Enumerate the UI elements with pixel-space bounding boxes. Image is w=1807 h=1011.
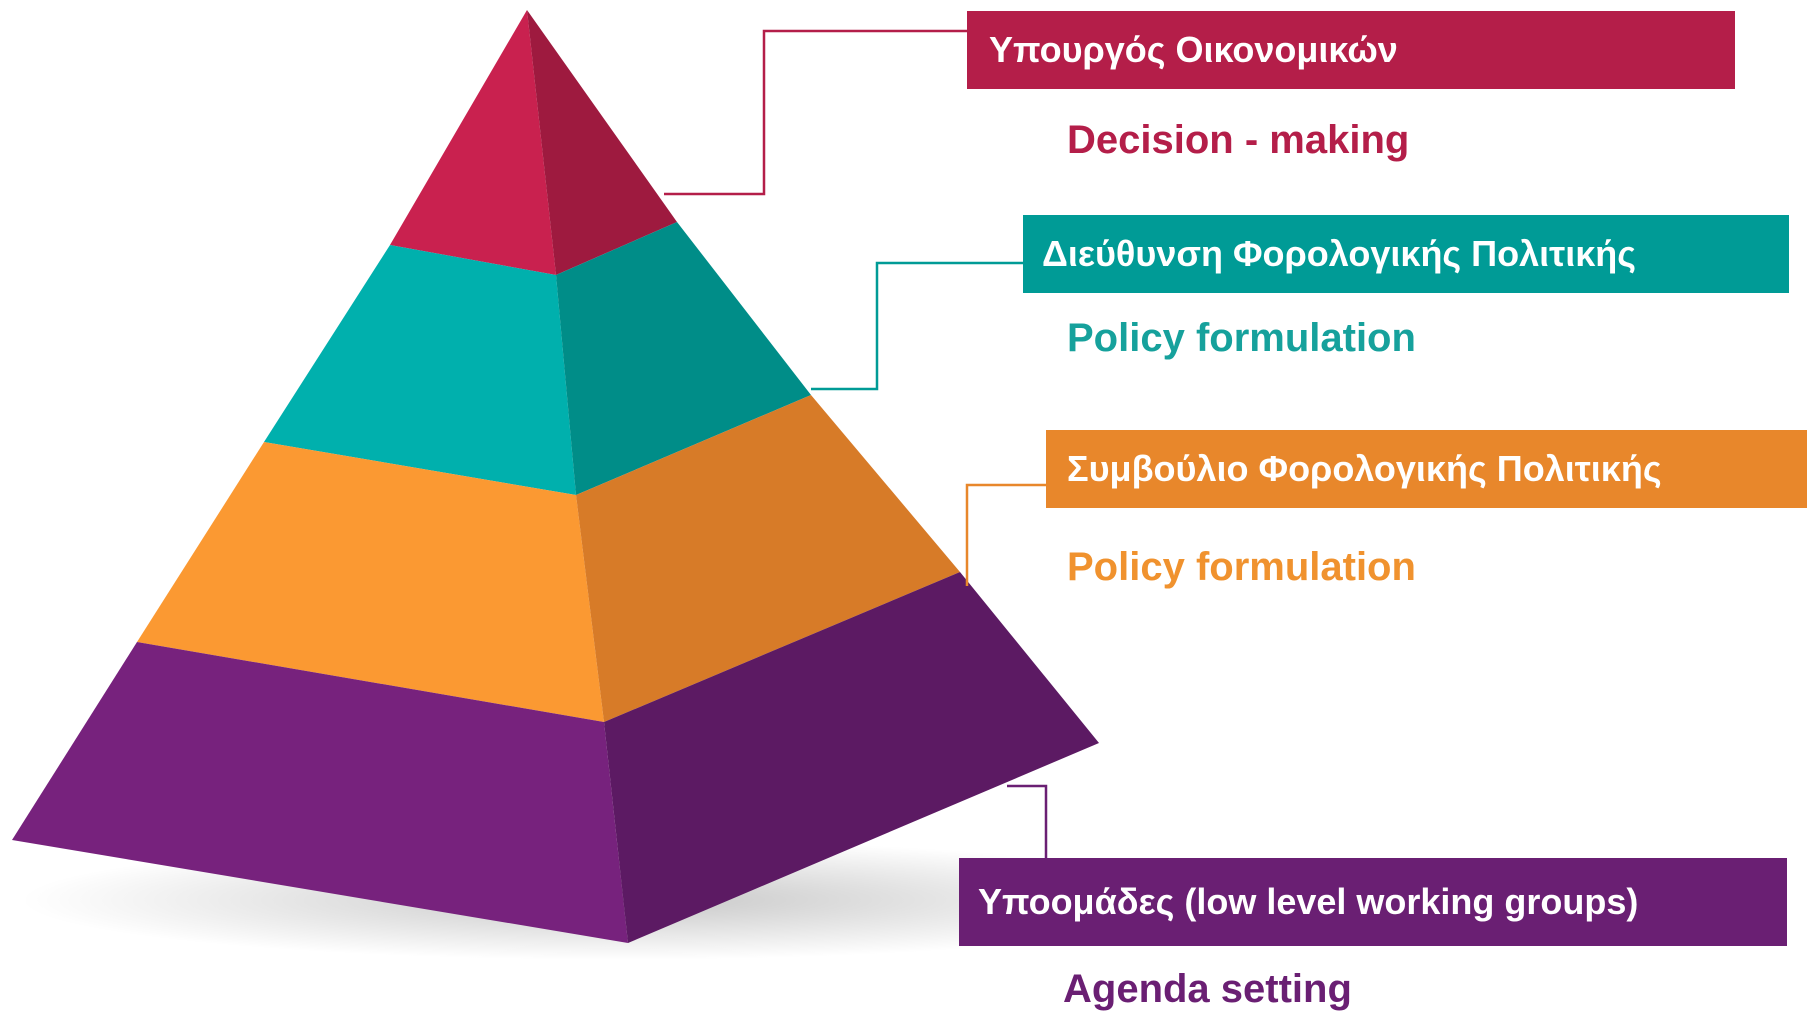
tier-4-subtitle: Agenda setting <box>1063 967 1352 1011</box>
pyramid-tier-4-left-face <box>12 642 628 943</box>
connector-line-tier-3 <box>965 483 1046 586</box>
tier-2-subtitle: Policy formulation <box>1067 316 1416 360</box>
pyramid-tier-2-left-face <box>264 245 576 495</box>
tier-2-title: Διεύθυνση Φορολογικής Πολιτικής <box>1042 233 1637 274</box>
tier-4-title: Υποομάδες (low level working groups) <box>978 881 1639 922</box>
tier-3-subtitle: Policy formulation <box>1067 545 1416 589</box>
pyramid-tier-4-right-face <box>604 572 1099 943</box>
connector-line-tier-2 <box>811 261 1023 391</box>
tier-1-title-box: Υπουργός Οικονομικών <box>967 11 1735 89</box>
pyramid-tier-1-left-face <box>390 10 556 275</box>
pyramid-tier-3-right-face <box>576 395 960 722</box>
tier-2-title-box: Διεύθυνση Φορολογικής Πολιτικής <box>1023 215 1789 293</box>
tier-4-title-box: Υποομάδες (low level working groups) <box>959 858 1787 946</box>
tier-1-title: Υπουργός Οικονομικών <box>989 29 1398 70</box>
tier-3-title: Συμβούλιο Φορολογικής Πολιτικής <box>1067 448 1662 489</box>
tier-3-title-box: Συμβούλιο Φορολογικής Πολιτικής <box>1046 430 1807 508</box>
pyramid-tier-1-right-face <box>527 10 677 275</box>
connector-line-tier-4 <box>1007 784 1048 858</box>
pyramid-tier-3-left-face <box>137 442 604 722</box>
connector-line-tier-1 <box>664 29 967 196</box>
tier-1-subtitle: Decision - making <box>1067 118 1410 162</box>
pyramid-tier-2-right-face <box>556 222 811 495</box>
